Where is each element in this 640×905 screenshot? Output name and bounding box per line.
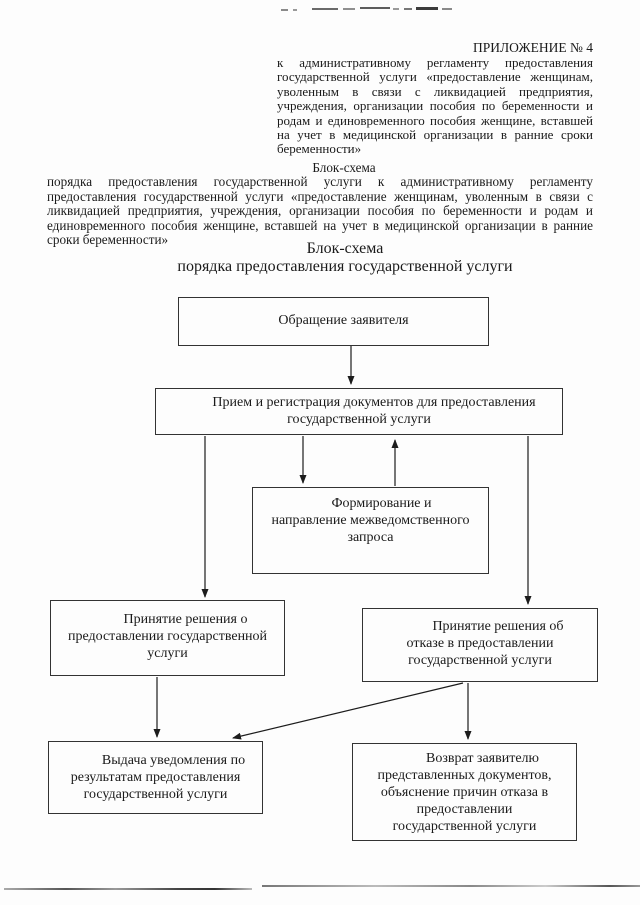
appendix-reference-text: к административному регламенту предостав… — [277, 55, 593, 157]
flowchart-node-decision-grant: Принятие решения о предоставлении госуда… — [50, 600, 285, 676]
flowchart-subtitle: порядка предоставления государственной у… — [177, 258, 513, 275]
flowchart-node-return-documents: Возврат заявителю представленных докумен… — [352, 743, 577, 841]
scan-artifact-bottom-right — [262, 885, 640, 887]
scan-artifact-bottom-left — [4, 888, 252, 890]
flowchart-node-issue-notification: Выдача уведомления по результатам предос… — [48, 741, 263, 814]
section-title: Блок-схема — [312, 160, 376, 175]
connector-refuse-to-notification — [232, 682, 464, 740]
flowchart-title: Блок-схема — [306, 240, 384, 257]
flowchart-node-applicant-request: Обращение заявителя — [178, 297, 489, 346]
appendix-label: ПРИЛОЖЕНИЕ № 4 — [472, 40, 593, 55]
flowchart-node-interagency-request: Формирование и направление межведомствен… — [252, 487, 489, 574]
section-reference-text: порядка предоставления государственной у… — [47, 174, 593, 248]
flowchart-node-decision-refuse: Принятие решения об отказе в предоставле… — [362, 608, 598, 682]
flowchart-node-reception: Прием и регистрация документов для предо… — [155, 388, 563, 435]
